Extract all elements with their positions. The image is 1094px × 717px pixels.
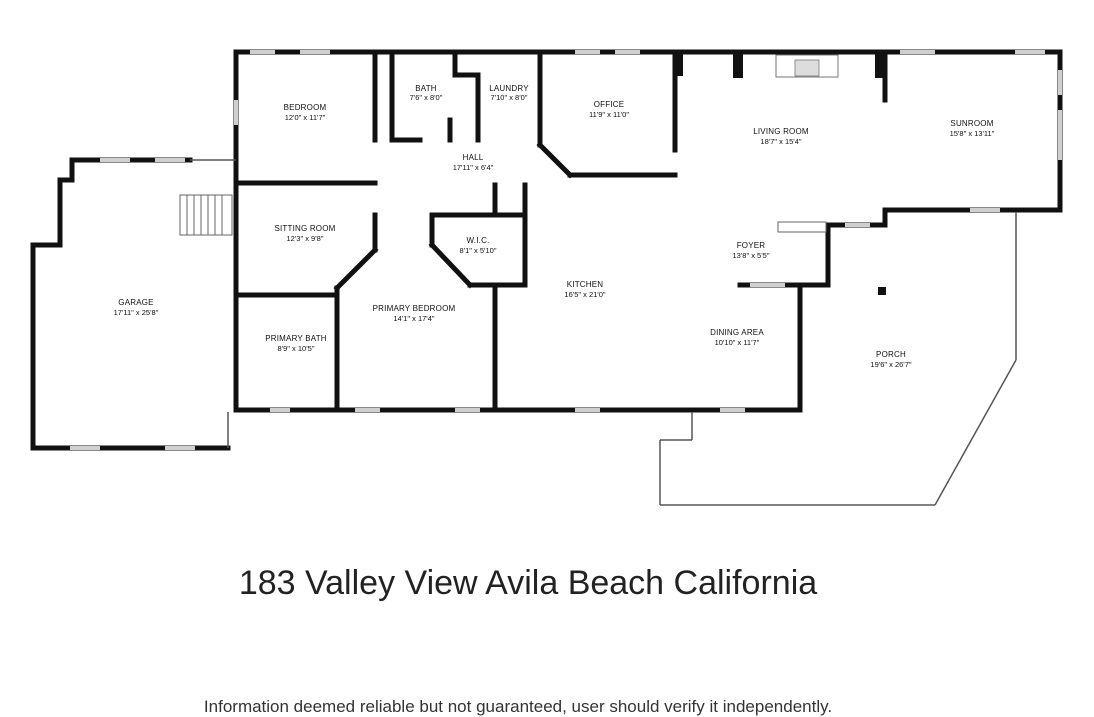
room-dims-garage: 17'11" x 25'8" xyxy=(114,308,159,317)
garage-stairs-icon xyxy=(179,194,233,236)
room-name-living-room: LIVING ROOM xyxy=(753,127,809,136)
room-name-foyer: FOYER xyxy=(737,241,766,250)
room-name-sunroom: SUNROOM xyxy=(950,119,993,128)
room-name-sitting-room: SITTING ROOM xyxy=(274,224,335,233)
room-dims-hall: 17'11" x 6'4" xyxy=(453,163,494,172)
room-name-laundry: LAUNDRY xyxy=(489,84,529,93)
room-dims-primary-bath: 8'9" x 10'5" xyxy=(278,344,315,353)
room-name-dining-area: DINING AREA xyxy=(710,328,764,337)
room-dims-foyer: 13'8" x 5'5" xyxy=(733,251,770,260)
room-name-bath: BATH xyxy=(415,84,437,93)
room-name-garage: GARAGE xyxy=(118,298,153,307)
room-dims-dining-area: 10'10" x 11'7" xyxy=(715,338,760,347)
page-title: 183 Valley View Avila Beach California xyxy=(238,564,818,602)
room-dims-primary-bedroom: 14'1" x 17'4" xyxy=(393,314,434,323)
room-name-office: OFFICE xyxy=(594,100,625,109)
room-dims-laundry: 7'10" x 8'0" xyxy=(491,93,528,102)
windows xyxy=(70,50,1062,450)
room-name-porch: PORCH xyxy=(876,350,906,359)
room-name-primary-bath: PRIMARY BATH xyxy=(265,334,327,343)
floor-plan: BEDROOM 12'0" x 11'7" BATH 7'6" x 8'0" L… xyxy=(30,49,1063,506)
room-name-hall: HALL xyxy=(463,153,484,162)
room-dims-bath: 7'6" x 8'0" xyxy=(410,93,443,102)
walls xyxy=(30,49,1063,451)
room-dims-wic: 8'1" x 5'10" xyxy=(460,246,497,255)
room-dims-living-room: 18'7" x 15'4" xyxy=(760,137,801,146)
room-name-wic: W.I.C. xyxy=(467,236,490,245)
room-dims-sunroom: 15'8" x 13'11" xyxy=(950,129,995,138)
room-dims-office: 11'9" x 11'0" xyxy=(589,110,629,119)
room-dims-porch: 19'6" x 26'7" xyxy=(870,360,911,369)
room-name-kitchen: KITCHEN xyxy=(567,280,604,289)
room-dims-sitting-room: 12'3" x 9'8" xyxy=(287,234,324,243)
disclaimer-text: Information deemed reliable but not guar… xyxy=(203,697,833,716)
porch-outline xyxy=(190,159,1017,506)
fixtures xyxy=(179,52,886,295)
room-name-primary-bedroom: PRIMARY BEDROOM xyxy=(373,304,456,313)
room-dims-bedroom: 12'0" x 11'7" xyxy=(285,113,326,122)
room-labels: BEDROOM 12'0" x 11'7" BATH 7'6" x 8'0" L… xyxy=(114,84,995,369)
room-dims-kitchen: 16'5" x 21'0" xyxy=(564,290,605,299)
room-name-bedroom: BEDROOM xyxy=(284,103,327,112)
